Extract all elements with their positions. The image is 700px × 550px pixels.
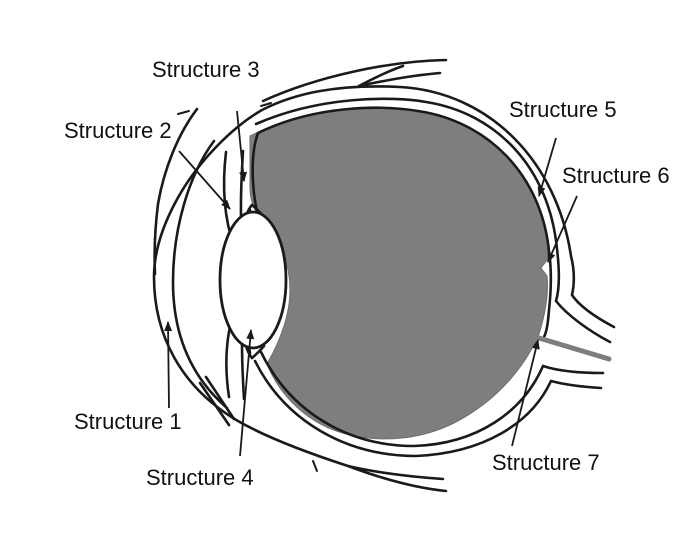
label-structure-5: Structure 5 bbox=[509, 97, 617, 122]
sclera-outline bbox=[152, 85, 616, 481]
cornea-inner-line bbox=[171, 139, 229, 410]
label-structure-4: Structure 4 bbox=[146, 465, 254, 490]
arrow-structure-3 bbox=[236, 110, 248, 182]
stray-mark-left bbox=[177, 110, 190, 115]
cornea-outer-line bbox=[153, 107, 199, 276]
conjunctiva-line-a bbox=[204, 375, 236, 421]
arrow-structure-2 bbox=[178, 150, 231, 210]
arrow-structure-7 bbox=[511, 339, 540, 447]
superior-muscle-fork-lower bbox=[357, 71, 442, 88]
stray-mark-bottom-tick bbox=[312, 460, 318, 472]
ciliary-lower-b bbox=[250, 344, 266, 360]
inferior-muscle-line bbox=[346, 464, 448, 493]
superior-muscle-line bbox=[261, 58, 448, 103]
label-structure-2: Structure 2 bbox=[64, 118, 172, 143]
arrow-structure-1 bbox=[164, 321, 173, 409]
retina-line bbox=[251, 106, 553, 339]
arrow-structure-6 bbox=[547, 195, 578, 263]
label-structure-3: Structure 3 bbox=[152, 57, 260, 82]
arrow-structure-4 bbox=[239, 329, 255, 457]
choroid-line bbox=[254, 97, 612, 344]
lower-retina-line bbox=[259, 350, 605, 448]
conjunctiva-line-b bbox=[198, 381, 231, 427]
label-structure-1: Structure 1 bbox=[74, 409, 182, 434]
stray-mark-top bbox=[260, 102, 272, 107]
label-structure-7: Structure 7 bbox=[492, 450, 600, 475]
vitreous-body bbox=[249, 107, 549, 440]
optic-nerve-stripe bbox=[536, 335, 612, 362]
lower-choroid-line bbox=[253, 359, 603, 458]
lens bbox=[218, 210, 288, 350]
arrow-structure-5 bbox=[537, 137, 557, 197]
label-structure-6: Structure 6 bbox=[562, 163, 670, 188]
